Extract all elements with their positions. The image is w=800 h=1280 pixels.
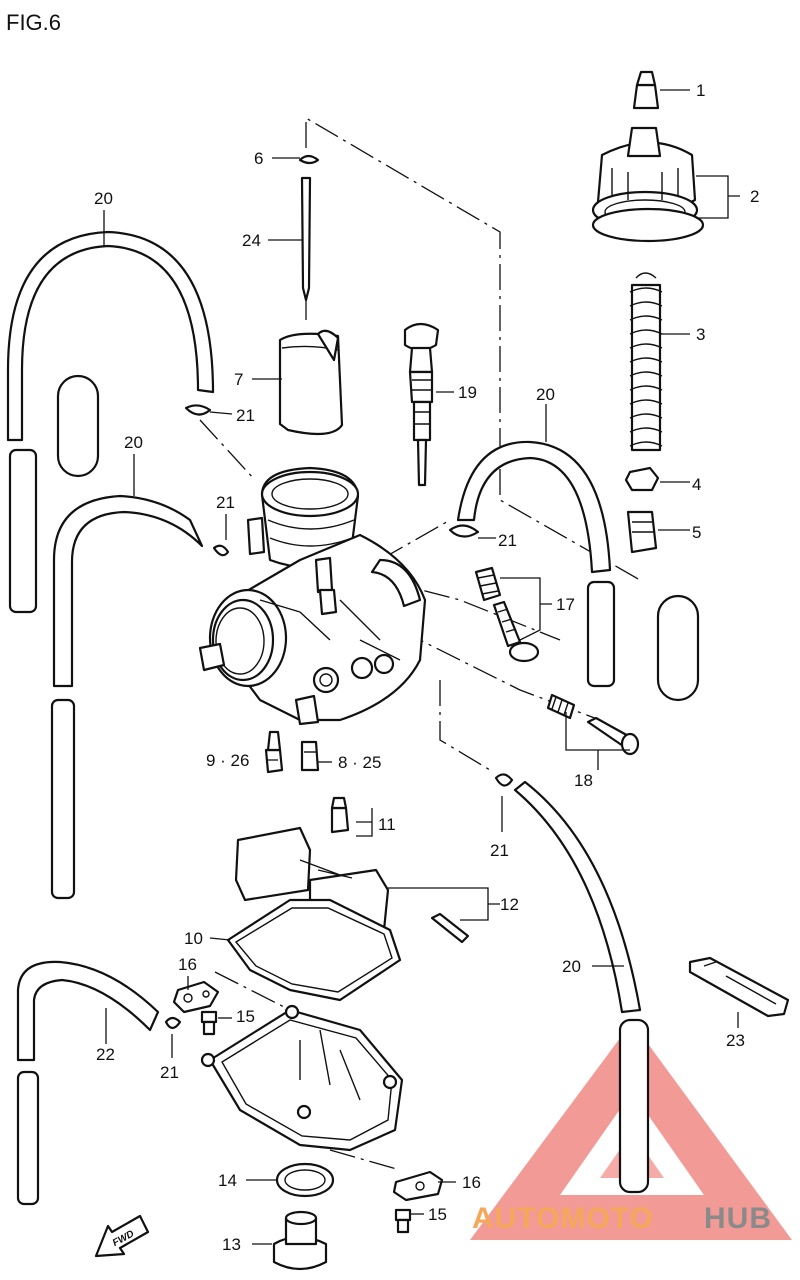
part-18-spring-screw [546, 693, 640, 756]
figure-title: FIG.6 [6, 10, 61, 35]
part-5-throttle-valve [626, 510, 658, 554]
hose-20-mid-left [50, 494, 204, 900]
watermark-text-part2: HUB [704, 1202, 772, 1235]
clip-21-c [448, 524, 480, 538]
part-11-float-needle [330, 796, 350, 834]
callout-20-lower-right: 20 [562, 957, 581, 976]
part-15-screw-lower [394, 1208, 412, 1234]
callout-11: 11 [378, 815, 396, 834]
clip-21-b [212, 544, 230, 557]
carburetor-body [198, 466, 427, 726]
callout-16-upper: 16 [178, 955, 197, 974]
callout-18: 18 [574, 771, 593, 790]
watermark-triangle [470, 1022, 792, 1240]
callout-3: 3 [696, 325, 705, 344]
clip-21-e [164, 1016, 182, 1030]
callout-23: 23 [726, 1031, 745, 1050]
callout-20-mid-left: 20 [124, 433, 143, 452]
part-24-needle [300, 176, 312, 302]
callout-10: 10 [184, 929, 203, 948]
callout-16-lower: 16 [462, 1173, 481, 1192]
callout-8-25: 8 · 25 [338, 753, 381, 772]
fwd-direction-arrow: FWD [94, 1214, 150, 1258]
part-23-plate [688, 956, 790, 1018]
part-13-plug [272, 1210, 328, 1271]
callout-21-c: 21 [498, 531, 517, 550]
hose-20-upper-left [6, 230, 215, 614]
callout-15-lower: 15 [428, 1205, 447, 1224]
part-14-o-ring [275, 1162, 335, 1198]
callout-15-upper: 15 [236, 1007, 255, 1026]
hose-20-lower-right [513, 780, 650, 1194]
part-4-clip [624, 466, 660, 492]
callout-21-b: 21 [216, 493, 235, 512]
hose-20-center [456, 440, 616, 688]
assembly-lines [199, 116, 641, 1171]
part-9-26-jet [264, 730, 284, 774]
watermark-logo: AUTOMOTO HUB [470, 1022, 792, 1240]
part-16-bracket-upper [172, 980, 220, 1014]
callout-6: 6 [254, 149, 263, 168]
hose-22-lower-left [16, 960, 160, 1206]
callout-20-upper-left: 20 [94, 189, 113, 208]
callout-1: 1 [696, 81, 705, 100]
part-16-bracket-lower [392, 1170, 444, 1202]
callout-leaders [103, 89, 740, 1245]
clip-21-d [494, 773, 514, 787]
part-3-spring [629, 272, 663, 452]
tube-segment-right-short [656, 594, 700, 702]
part-10-gasket [226, 898, 402, 1002]
part-12-float [234, 826, 470, 944]
callout-2: 2 [750, 187, 759, 206]
part-17-screw-spring [474, 566, 540, 663]
callout-21-a: 21 [236, 406, 255, 425]
callout-17: 17 [556, 595, 575, 614]
callout-4: 4 [692, 475, 701, 494]
part-8-25-jet [300, 740, 320, 772]
part-6-clip [298, 154, 320, 165]
callout-20-center: 20 [536, 385, 555, 404]
callout-13: 13 [222, 1235, 241, 1254]
part-19-screw [403, 322, 440, 487]
part-1-cap [632, 70, 660, 110]
part-2-top-cover [591, 126, 705, 243]
callout-19: 19 [458, 383, 477, 402]
callout-21-e: 21 [160, 1063, 179, 1082]
callout-5: 5 [692, 523, 701, 542]
part-15-screw-upper [200, 1010, 218, 1036]
callout-14: 14 [218, 1171, 237, 1190]
callout-21-d: 21 [490, 841, 509, 860]
callout-9-26: 9 · 26 [206, 751, 249, 770]
callout-7: 7 [234, 370, 243, 389]
callout-24: 24 [242, 231, 261, 250]
float-bowl [200, 1004, 404, 1152]
tube-segment-left-short [56, 374, 100, 478]
clip-21-a [184, 404, 212, 416]
callout-22: 22 [96, 1045, 115, 1064]
callout-labels: 1 2 3 4 5 6 7 8 · 25 9 · 26 10 11 12 13 … [94, 81, 759, 1254]
callout-12: 12 [500, 895, 519, 914]
part-7-sleeve [278, 329, 344, 436]
watermark-text-part1: AUTOMOTO [472, 1202, 654, 1235]
